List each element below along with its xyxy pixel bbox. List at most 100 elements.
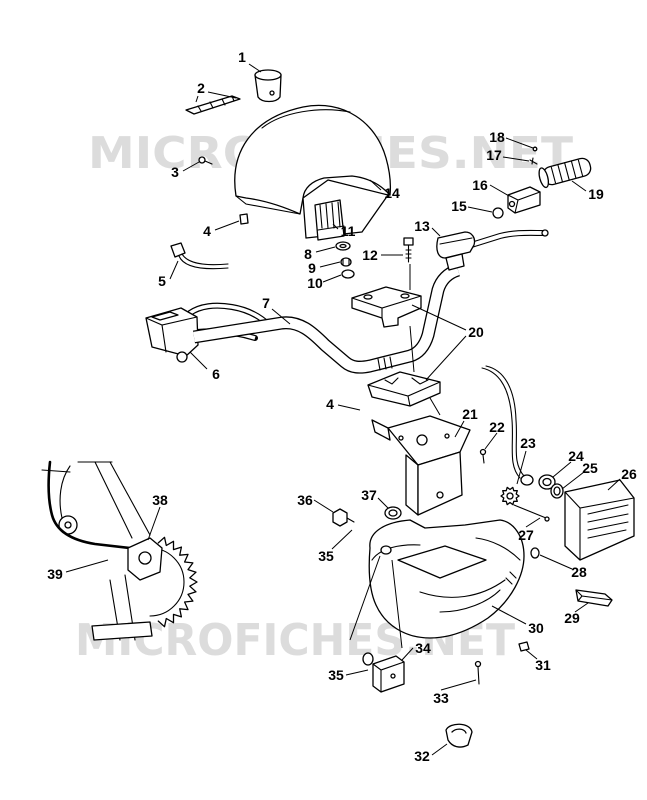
switch-assembly-knob	[362, 652, 374, 666]
callout-labels: 1 2 3 4 5 6 7 8 9 10 11 12 13 14 15 16 1…	[47, 49, 637, 764]
wire-27	[513, 504, 547, 519]
clamp-part-32	[445, 723, 473, 748]
bike-front-sketch	[41, 460, 198, 641]
callout-14: 14	[384, 185, 400, 201]
bulb-nut-inner	[542, 477, 552, 487]
screw-part-22	[479, 448, 487, 464]
o-ring-part-28	[530, 547, 540, 559]
callout-1: 1	[238, 49, 246, 65]
upper-clamp-edges	[351, 295, 422, 319]
callout-17: 17	[486, 147, 502, 163]
nut-9-faces	[342, 258, 350, 266]
screw-33-head	[474, 660, 482, 668]
switch-block-edge	[507, 191, 541, 214]
housing-top-pad	[151, 311, 179, 321]
washer-inner	[339, 243, 347, 249]
bolt-head	[403, 237, 414, 246]
headlight-edges	[564, 491, 635, 561]
throttle-cable-inner	[188, 303, 272, 328]
callout-8: 8	[304, 246, 312, 262]
axle	[91, 621, 153, 641]
handlebar-cover-part	[234, 104, 392, 239]
callout-20: 20	[468, 324, 484, 340]
callout-4: 4	[203, 223, 211, 239]
callout-13: 13	[414, 218, 430, 234]
knob-36-body	[332, 508, 348, 527]
clip-part-4	[239, 213, 249, 225]
callout-2: 2	[197, 80, 205, 96]
switch-part-29	[575, 589, 613, 607]
frame-tubes	[41, 461, 151, 539]
lower-clamp-edges	[367, 377, 441, 407]
headlight-cable	[481, 365, 525, 479]
screw-33-shaft	[477, 666, 480, 685]
callout-23: 23	[520, 435, 536, 451]
callout-11: 11	[341, 223, 356, 239]
socket-center	[506, 492, 514, 500]
switch-assembly-edges	[372, 661, 405, 693]
pivot-inner	[64, 521, 72, 529]
brake-cable	[47, 460, 132, 550]
callout-3: 3	[171, 164, 179, 180]
switch-block-part	[507, 186, 541, 214]
bulb	[520, 474, 534, 486]
upper-clamp-part	[351, 286, 422, 328]
switch-block-hole	[508, 200, 516, 208]
callout-6: 6	[212, 366, 220, 382]
wire-part-27	[513, 504, 550, 522]
connector-part	[170, 242, 229, 270]
callout-15: 15	[451, 198, 467, 214]
grip-ridges	[550, 159, 584, 184]
switch-29-edge	[575, 589, 613, 602]
lower-housing-cavity	[419, 579, 506, 613]
callout-31: 31	[535, 657, 551, 673]
callout-22: 22	[489, 419, 505, 435]
lower-housing-shell	[368, 519, 525, 639]
mounting-bracket-part	[371, 415, 471, 516]
lower-housing-part	[368, 519, 525, 639]
bracket-flange	[417, 451, 463, 516]
connector-body	[170, 242, 186, 258]
headlight-lens-lines	[587, 504, 629, 539]
callout-12: 12	[362, 247, 378, 263]
callout-33: 33	[433, 690, 449, 706]
bracket-hole-c	[436, 491, 444, 499]
bulb-socket-part	[500, 474, 534, 506]
wire-27-end	[544, 516, 550, 522]
callout-25: 25	[582, 460, 598, 476]
grill-bracket-part	[314, 199, 345, 241]
screw-part-33	[474, 660, 482, 685]
callout-29: 29	[564, 610, 580, 626]
screw-part-18	[532, 146, 538, 152]
bulb-nut-part	[538, 474, 556, 490]
ring-part-25	[550, 483, 564, 499]
callout-21: 21	[462, 406, 478, 422]
handlebar-fill	[193, 265, 460, 373]
block-part-31	[518, 641, 530, 652]
callout-16: 16	[472, 177, 488, 193]
washer-part	[335, 241, 351, 251]
master-cylinder-part	[436, 229, 549, 271]
cover-highlight	[261, 109, 351, 129]
grip-part	[538, 157, 592, 189]
lower-housing-slots	[505, 571, 517, 585]
callout-19: 19	[588, 186, 604, 202]
knob-part-36	[332, 508, 355, 527]
nut-part-9	[340, 257, 352, 267]
screw-shaft	[204, 160, 213, 165]
handlebar-center-marks	[377, 356, 393, 371]
cylinder-clamp	[445, 253, 465, 271]
nut-part-10	[341, 269, 355, 279]
cap-part	[254, 69, 282, 103]
switch-assembly-terminal	[390, 673, 396, 679]
housing-knob	[176, 351, 188, 363]
handlebar-part	[192, 263, 461, 374]
lower-housing-hole	[380, 545, 392, 555]
callout-32: 32	[414, 748, 430, 764]
screw-22-head	[479, 448, 487, 456]
leader-lines	[65, 63, 621, 756]
screw-22-shaft	[482, 454, 485, 464]
grommet-part-37	[384, 506, 402, 520]
callout-36: 36	[297, 492, 313, 508]
